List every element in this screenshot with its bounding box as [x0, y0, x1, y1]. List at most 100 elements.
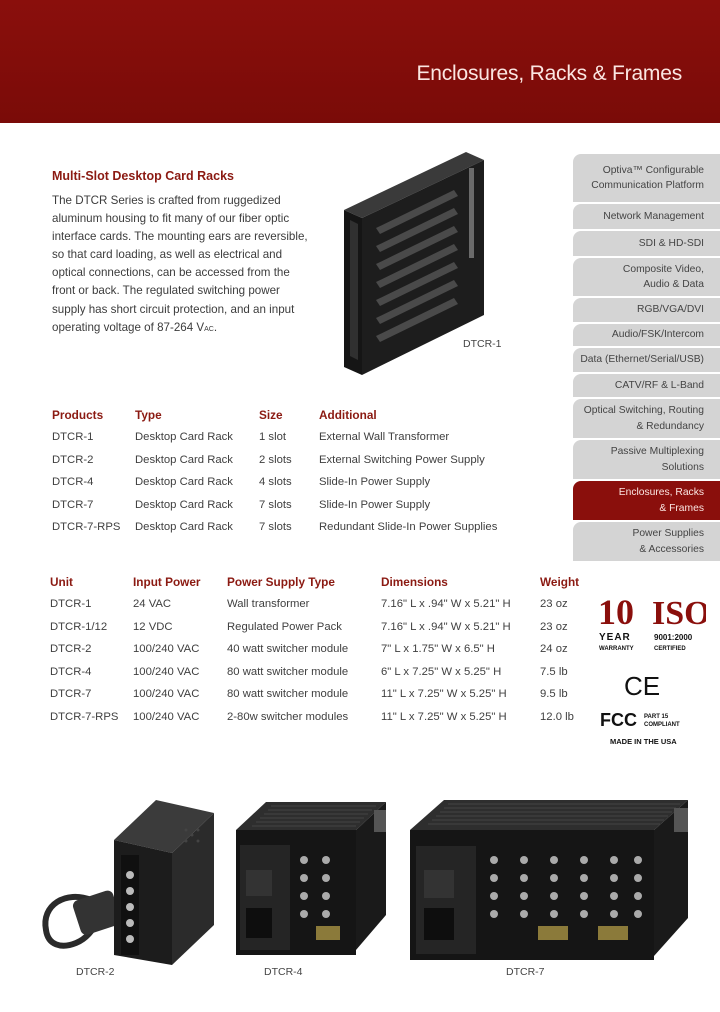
sidebar-item-passive-multiplexing[interactable]: Passive Multiplexing Solutions: [573, 440, 720, 481]
table-cell: 7.16" L x .94" W x 5.21" H: [381, 598, 511, 611]
column-header: Type: [135, 408, 162, 422]
table-cell: Desktop Card Rack: [135, 476, 233, 489]
column-header: Size: [259, 408, 283, 422]
sidebar-item-label: Network Management: [603, 210, 704, 222]
column-header: Unit: [50, 575, 73, 589]
table-row: DTCR-4 Desktop Card Rack 4 slots Slide-I…: [52, 471, 519, 494]
iso-sub: CERTIFIED: [654, 646, 686, 652]
table-cell: 23 oz: [540, 598, 568, 611]
table-cell: 100/240 VAC: [133, 688, 200, 701]
table-cell: Wall transformer: [227, 598, 310, 611]
iso-text: ISO: [652, 595, 706, 632]
table-cell: Desktop Card Rack: [135, 453, 233, 466]
table-row: DTCR-2 100/240 VAC 40 watt switcher modu…: [50, 638, 590, 661]
table-row: DTCR-7-RPS Desktop Card Rack 7 slots Red…: [52, 516, 519, 539]
table-cell: 7.16" L x .94" W x 5.21" H: [381, 620, 511, 633]
table-cell: 80 watt switcher module: [227, 665, 349, 678]
column-header: Input Power: [133, 575, 201, 589]
dtcr1-product-photo: [344, 152, 484, 375]
certification-logos: 10 YEAR WARRANTY ISO 9001:2000 CERTIFIED…: [598, 592, 706, 746]
sidebar-item-label: Audio/FSK/Intercom: [611, 329, 704, 341]
products-table: Products Type Size Additional DTCR-1 Des…: [52, 404, 519, 539]
table-cell: 100/240 VAC: [133, 710, 200, 723]
dtcr4-caption: DTCR-4: [264, 966, 303, 978]
table-cell: 7" L x 1.75" W x 6.5" H: [381, 643, 495, 656]
sidebar-item-label: CATV/RF & L-Band: [614, 379, 704, 391]
table-row: DTCR-1 Desktop Card Rack 1 slot External…: [52, 426, 519, 449]
warranty-logo: 10 YEAR WARRANTY: [598, 592, 634, 652]
sidebar-item-data[interactable]: Data (Ethernet/Serial/USB): [573, 348, 720, 374]
table-cell: DTCR-2: [52, 453, 94, 466]
table-cell: 2-80w switcher modules: [227, 710, 349, 723]
table-row: DTCR-1 24 VAC Wall transformer 7.16" L x…: [50, 593, 590, 616]
sidebar-item-label: SDI & HD-SDI: [638, 237, 704, 249]
table-row: DTCR-7-RPS 100/240 VAC 2-80w switcher mo…: [50, 706, 590, 729]
page-title: Enclosures, Racks & Frames: [416, 62, 682, 85]
intro-body: The DTCR Series is crafted from ruggediz…: [52, 194, 308, 334]
table-row: DTCR-7 100/240 VAC 80 watt switcher modu…: [50, 683, 590, 706]
sidebar-item-composite-video[interactable]: Composite Video, Audio & Data: [573, 258, 720, 298]
table-cell: 1 slot: [259, 431, 287, 444]
table-cell: 11" L x 7.25" W x 5.25" H: [381, 710, 507, 723]
table-cell: Desktop Card Rack: [135, 431, 233, 444]
sidebar-item-optical-switching[interactable]: Optical Switching, Routing & Redundancy: [573, 399, 720, 440]
sidebar-item-label: Optical Switching, Routing & Redundancy: [583, 405, 704, 432]
iso-logo: ISO 9001:2000 CERTIFIED: [652, 595, 706, 652]
sidebar-item-label: Data (Ethernet/Serial/USB): [580, 354, 704, 366]
warranty-number: 10: [598, 592, 634, 632]
sidebar-item-catv[interactable]: CATV/RF & L-Band: [573, 374, 720, 399]
table-cell: DTCR-4: [52, 476, 94, 489]
sidebar-item-power-supplies[interactable]: Power Supplies & Accessories: [573, 522, 720, 563]
table-cell: 80 watt switcher module: [227, 688, 349, 701]
table-cell: 24 oz: [540, 643, 568, 656]
table-cell: Slide-In Power Supply: [319, 476, 431, 489]
table-cell: Slide-In Power Supply: [319, 498, 431, 511]
intro-body-suffix: AC: [204, 325, 214, 333]
table-cell: DTCR-2: [50, 643, 92, 656]
sidebar-item-sdi[interactable]: SDI & HD-SDI: [573, 231, 720, 258]
dtcr1-caption: DTCR-1: [463, 338, 502, 350]
table-cell: External Switching Power Supply: [319, 453, 485, 466]
fcc-mark: FCC: [600, 710, 637, 730]
table-cell: Redundant Slide-In Power Supplies: [319, 521, 498, 534]
warranty-word: YEAR: [599, 632, 631, 643]
sidebar-item-optiva[interactable]: Optiva™ Configurable Communication Platf…: [573, 154, 720, 204]
column-header: Products: [52, 408, 104, 422]
dtcr2-caption: DTCR-2: [76, 966, 115, 978]
made-in-usa: MADE IN THE USA: [610, 737, 677, 746]
sidebar-item-label: RGB/VGA/DVI: [637, 304, 704, 316]
iso-standard: 9001:2000: [654, 633, 693, 642]
table-cell: DTCR-1: [50, 598, 92, 611]
header-banner: Enclosures, Racks & Frames: [0, 0, 720, 123]
warranty-sub: WARRANTY: [599, 646, 634, 652]
sidebar-item-enclosures[interactable]: Enclosures, Racks & Frames: [573, 481, 720, 522]
sidebar-item-label: Power Supplies & Accessories: [632, 528, 704, 555]
table-cell: 7 slots: [259, 521, 292, 534]
table-cell: 100/240 VAC: [133, 665, 200, 678]
dtcr2-product-photo: [42, 800, 214, 965]
sidebar-item-label: Composite Video, Audio & Data: [622, 263, 704, 291]
table-cell: 4 slots: [259, 476, 292, 489]
sidebar-item-label: Passive Multiplexing Solutions: [610, 446, 704, 473]
sidebar-item-label: Enclosures, Racks & Frames: [618, 487, 704, 514]
sidebar-item-audio[interactable]: Audio/FSK/Intercom: [573, 324, 720, 348]
dtcr4-product-photo: [236, 802, 386, 955]
category-sidebar: Optiva™ Configurable Communication Platf…: [573, 154, 720, 563]
table-cell: 7 slots: [259, 498, 292, 511]
intro-body-end: .: [213, 320, 218, 334]
table-row: DTCR-2 Desktop Card Rack 2 slots Externa…: [52, 449, 519, 472]
sidebar-item-rgb[interactable]: RGB/VGA/DVI: [573, 298, 720, 324]
table-cell: Desktop Card Rack: [135, 498, 233, 511]
table-cell: DTCR-1: [52, 431, 94, 444]
table-cell: 9.5 lb: [540, 688, 568, 701]
column-header: Power Supply Type: [227, 575, 335, 589]
table-cell: External Wall Transformer: [319, 431, 450, 444]
column-header: Dimensions: [381, 575, 448, 589]
table-cell: DTCR-7-RPS: [50, 710, 119, 723]
sidebar-item-network-management[interactable]: Network Management: [573, 204, 720, 231]
table-cell: DTCR-1/12: [50, 620, 108, 633]
dtcr7-caption: DTCR-7: [506, 966, 545, 978]
fcc-part: PART 15: [644, 714, 669, 720]
table-cell: DTCR-7-RPS: [52, 521, 121, 534]
fcc-sub: COMPLIANT: [644, 722, 680, 728]
